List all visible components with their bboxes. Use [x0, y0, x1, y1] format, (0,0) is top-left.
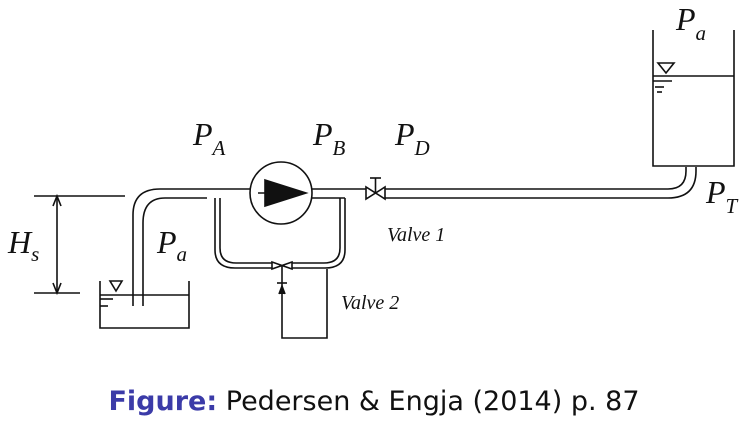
- suction-head-label: Hs: [7, 224, 39, 266]
- suction-reservoir: [99, 280, 190, 329]
- valve-1-symbol: [365, 177, 386, 201]
- pressure-t-label: PT: [705, 174, 739, 218]
- caption-lead: Figure:: [108, 386, 218, 417]
- pressure-b-label: PB: [312, 116, 346, 160]
- figure-caption: Figure: Pedersen & Engja (2014) p. 87: [0, 386, 748, 417]
- valve-1-label: Valve 1: [387, 224, 445, 246]
- pump-system-diagram: PA PB PD PT Pa Pa Hs Valve 1 Valve 2: [7, 1, 739, 339]
- pump: [249, 161, 313, 225]
- suction-pipe: [132, 188, 250, 306]
- suction-head-dimension: [34, 193, 125, 296]
- valve-2-label: Valve 2: [341, 292, 399, 314]
- valve-2-symbol: [271, 260, 328, 339]
- atmospheric-pressure-right-label: Pa: [675, 1, 706, 45]
- pressure-a-label: PA: [192, 116, 226, 160]
- bypass-pipe: [214, 198, 346, 269]
- atmospheric-pressure-left-label: Pa: [156, 224, 187, 266]
- pressure-d-label: PD: [394, 116, 430, 160]
- upper-tank: [652, 30, 735, 167]
- caption-text: Pedersen & Engja (2014) p. 87: [217, 386, 640, 417]
- discharge-pipe: [312, 167, 697, 199]
